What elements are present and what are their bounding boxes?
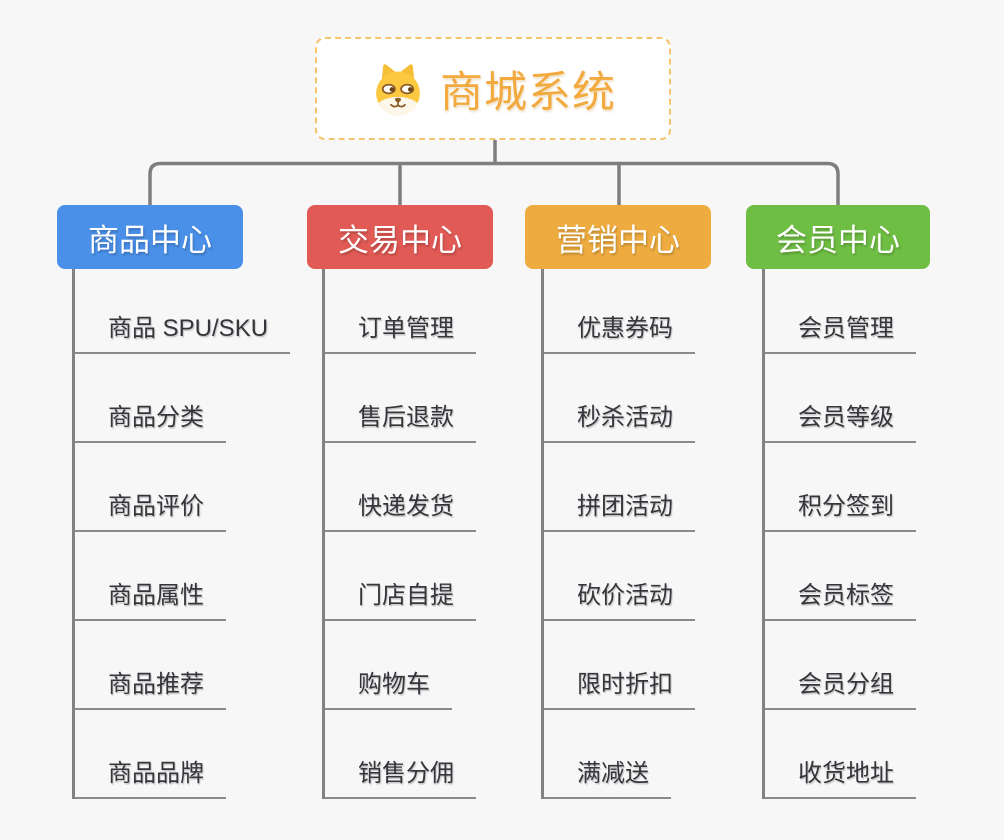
child-node[interactable]: 限时折扣 <box>544 621 695 710</box>
child-node[interactable]: 门店自提 <box>325 532 476 621</box>
child-node[interactable]: 秒杀活动 <box>544 354 695 443</box>
child-node[interactable]: 售后退款 <box>325 354 476 443</box>
child-node[interactable]: 拼团活动 <box>544 443 695 532</box>
branch-children-member-center: 会员管理 会员等级 积分签到 会员标签 会员分组 收货地址 <box>762 265 916 799</box>
child-node[interactable]: 商品品牌 <box>75 710 226 799</box>
child-node[interactable]: 满减送 <box>544 710 671 799</box>
child-node[interactable]: 销售分佣 <box>325 710 476 799</box>
root-node[interactable]: 商城系统 <box>315 37 671 140</box>
child-node[interactable]: 商品评价 <box>75 443 226 532</box>
child-node[interactable]: 商品属性 <box>75 532 226 621</box>
branch-children-product-center: 商品 SPU/SKU 商品分类 商品评价 商品属性 商品推荐 商品品牌 <box>72 265 291 799</box>
child-node[interactable]: 会员标签 <box>765 532 916 621</box>
child-node[interactable]: 购物车 <box>325 621 452 710</box>
branch-children-trade-center: 订单管理 售后退款 快递发货 门店自提 购物车 销售分佣 <box>322 265 476 799</box>
dog-face-icon <box>370 60 426 118</box>
child-node[interactable]: 商品分类 <box>75 354 226 443</box>
child-node[interactable]: 优惠券码 <box>544 265 695 354</box>
child-node[interactable]: 快递发货 <box>325 443 476 532</box>
branch-label: 交易中心 <box>338 222 462 258</box>
branch-node-member-center[interactable]: 会员中心 <box>746 205 930 269</box>
child-node[interactable]: 订单管理 <box>325 265 476 354</box>
branch-node-marketing-center[interactable]: 营销中心 <box>525 205 711 269</box>
branch-node-trade-center[interactable]: 交易中心 <box>307 205 493 269</box>
branch-children-marketing-center: 优惠券码 秒杀活动 拼团活动 砍价活动 限时折扣 满减送 <box>541 265 695 799</box>
branch-label: 会员中心 <box>776 222 900 258</box>
root-title: 商城系统 <box>440 68 616 117</box>
branch-label: 营销中心 <box>556 222 680 258</box>
child-node[interactable]: 商品推荐 <box>75 621 226 710</box>
branch-node-product-center[interactable]: 商品中心 <box>57 205 243 269</box>
connector-paths <box>148 138 840 206</box>
child-node[interactable]: 会员分组 <box>765 621 916 710</box>
child-node[interactable]: 收货地址 <box>765 710 916 799</box>
child-node[interactable]: 积分签到 <box>765 443 916 532</box>
child-node[interactable]: 砍价活动 <box>544 532 695 621</box>
child-node[interactable]: 商品 SPU/SKU <box>75 265 291 354</box>
branch-label: 商品中心 <box>88 222 212 258</box>
child-node[interactable]: 会员等级 <box>765 354 916 443</box>
child-node[interactable]: 会员管理 <box>765 265 916 354</box>
